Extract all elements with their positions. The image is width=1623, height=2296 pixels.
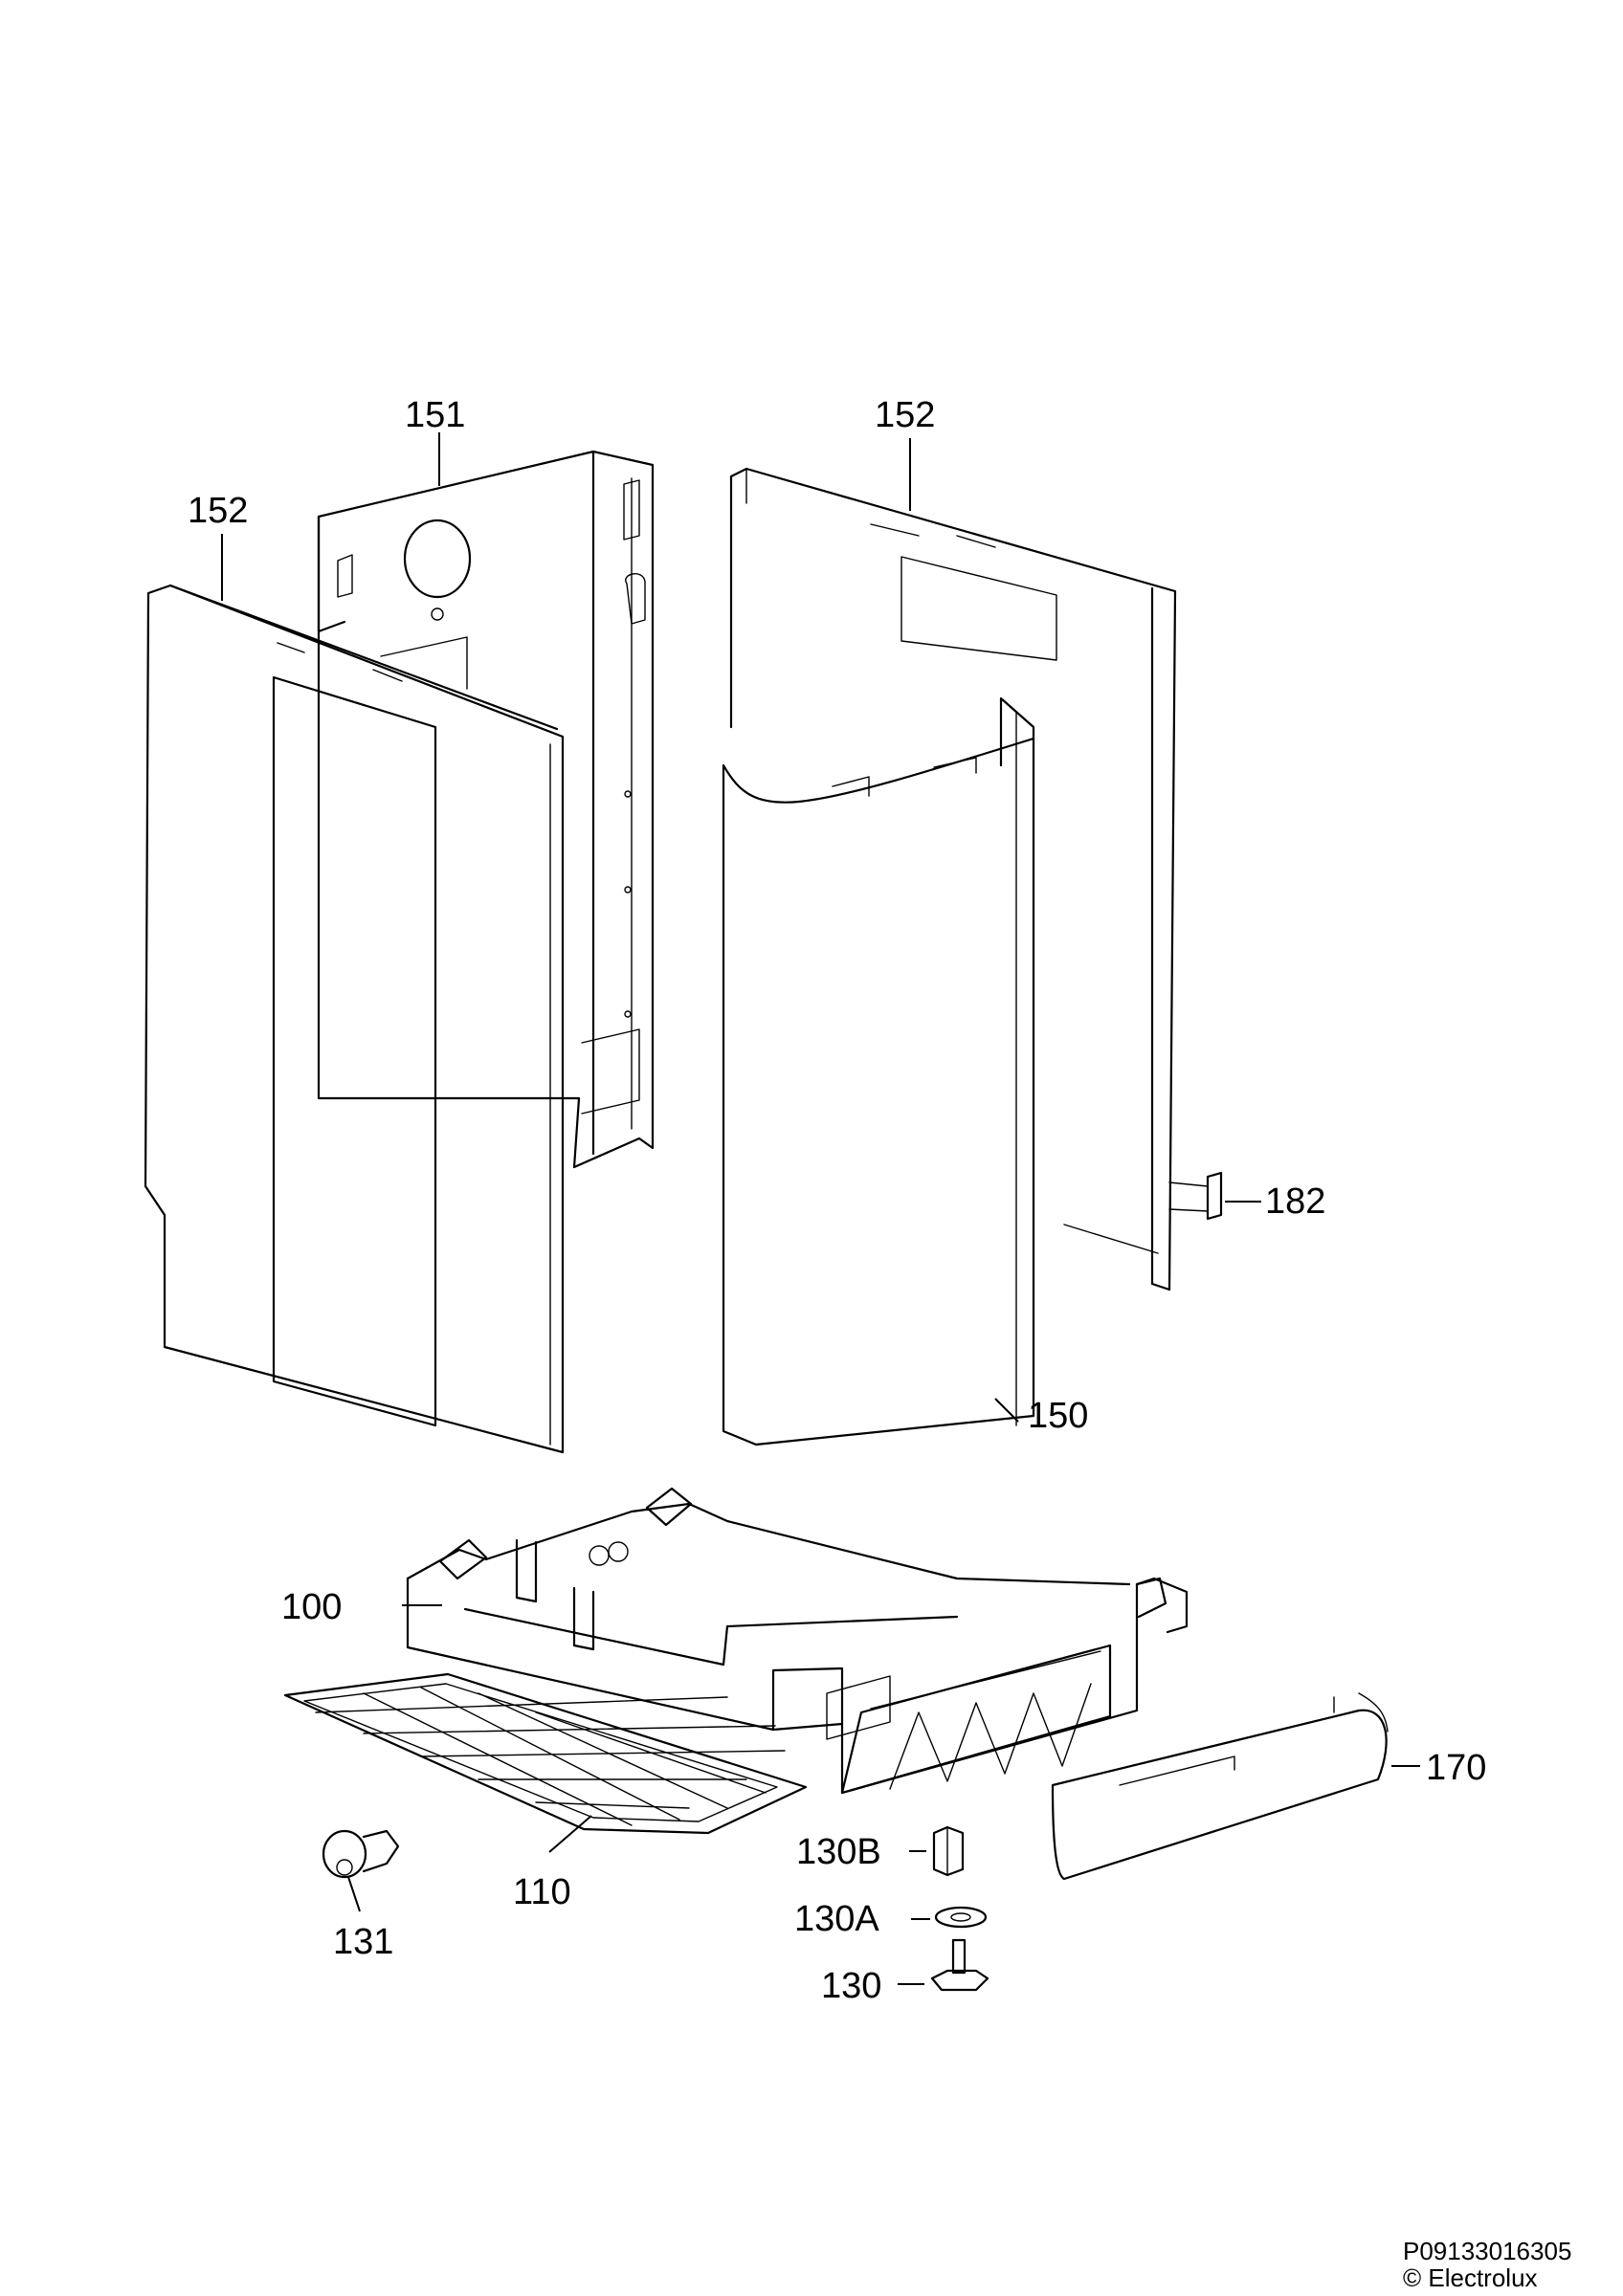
part-151-back-panel [317, 450, 655, 1169]
part-152-right-side-panel [729, 467, 1177, 1292]
part-182-clip [1168, 1171, 1223, 1221]
label-100: 100 [281, 1587, 342, 1627]
label-152-right: 152 [875, 395, 935, 435]
label-130a: 130A [794, 1899, 879, 1939]
part-100-base-frame [406, 1487, 1189, 1795]
label-130b: 130B [796, 1832, 881, 1872]
drawing-code: P09133016305 [1403, 2237, 1571, 2265]
label-150: 150 [1028, 1396, 1088, 1436]
label-182: 182 [1265, 1181, 1325, 1222]
part-130b-nut [932, 1825, 965, 1877]
part-131-bushing [322, 1829, 400, 1879]
label-151: 151 [405, 395, 465, 435]
part-130-foot [930, 1938, 989, 1992]
label-152-left: 152 [188, 491, 248, 531]
part-170-cover-strip [1051, 1692, 1389, 1881]
label-130: 130 [821, 1966, 881, 2006]
label-110: 110 [513, 1872, 571, 1912]
part-130a-washer [934, 1906, 988, 1929]
label-131: 131 [333, 1922, 393, 1962]
part-150-front-panel [722, 696, 1035, 1446]
copyright-notice: © Electrolux [1403, 2263, 1538, 2292]
part-110-filter-mesh [283, 1672, 808, 1835]
part-152-left-side-panel [144, 584, 565, 1454]
label-170: 170 [1426, 1748, 1486, 1788]
